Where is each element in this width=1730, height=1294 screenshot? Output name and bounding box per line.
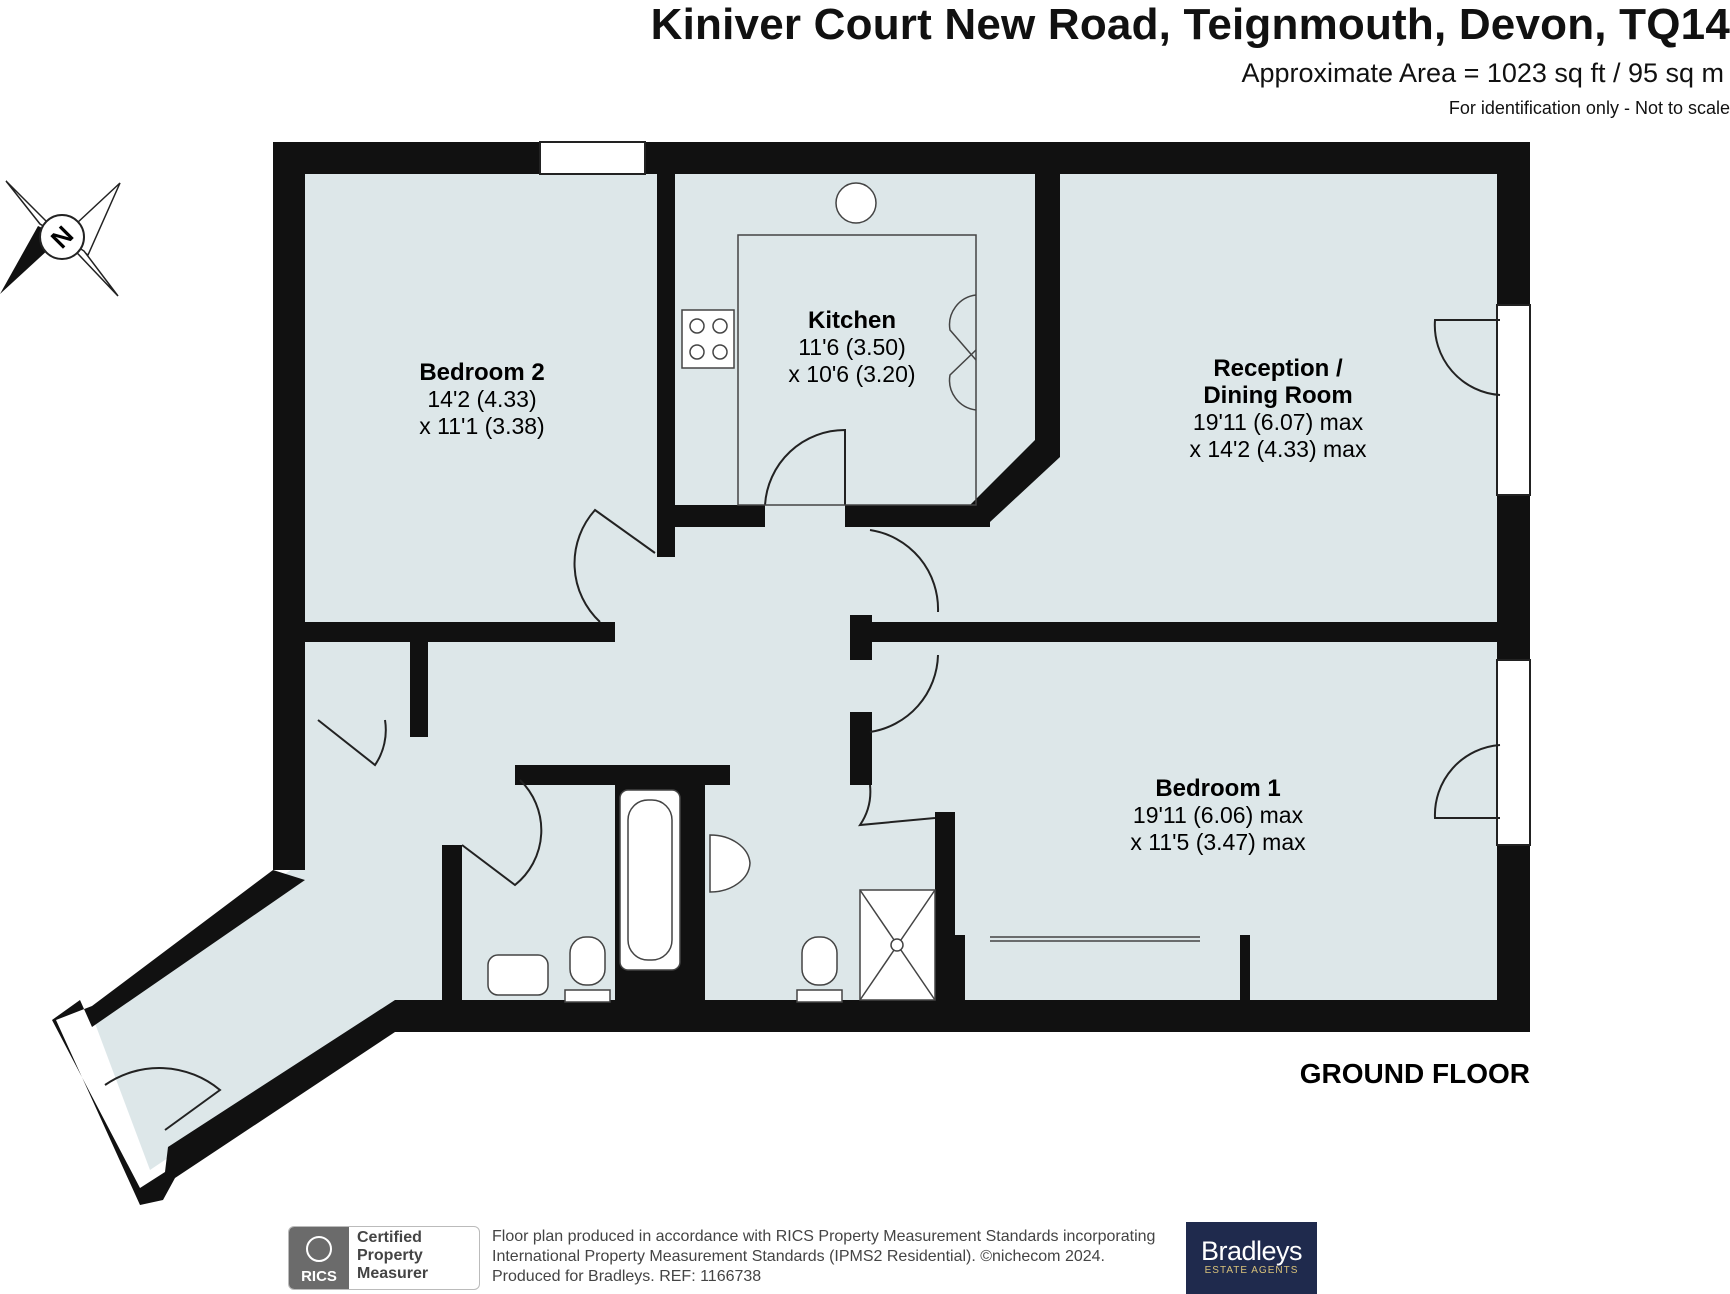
room-name: Bedroom 1 xyxy=(1155,775,1280,802)
room-name: Dining Room xyxy=(1203,382,1352,409)
rics-badge: RICS Certified Property Measurer xyxy=(288,1226,480,1290)
compass-icon: N xyxy=(0,180,121,297)
fixtures xyxy=(487,182,1200,1003)
room-bedroom-1: Bedroom 1 19'11 (6.06) max x 11'5 (3.47)… xyxy=(1130,775,1306,855)
room-dimension: x 14'2 (4.33) max xyxy=(1190,436,1367,462)
room-dimension: 11'6 (3.50) xyxy=(798,334,906,360)
room-dimension: 19'11 (6.06) max xyxy=(1133,802,1304,828)
lion-icon xyxy=(306,1236,332,1262)
agent-tagline: ESTATE AGENTS xyxy=(1204,1265,1299,1276)
room-reception: Reception / Dining Room 19'11 (6.07) max… xyxy=(1190,355,1367,462)
approximate-area: Approximate Area = 1023 sq ft / 95 sq m xyxy=(1241,58,1724,88)
room-dimension: x 11'5 (3.47) max xyxy=(1130,829,1306,855)
room-kitchen: Kitchen 11'6 (3.50) x 10'6 (3.20) xyxy=(788,307,915,387)
room-name: Bedroom 2 xyxy=(419,359,544,386)
agent-logo: Bradleys ESTATE AGENTS xyxy=(1186,1222,1317,1294)
room-dimension: 14'2 (4.33) xyxy=(427,386,536,412)
room-dimension: x 11'1 (3.38) xyxy=(419,413,544,439)
floor-area xyxy=(90,172,1500,1170)
windows xyxy=(539,141,1531,846)
footer-disclaimer: Floor plan produced in accordance with R… xyxy=(492,1228,1156,1285)
room-bedroom-2: Bedroom 2 14'2 (4.33) x 11'1 (3.38) xyxy=(419,359,544,439)
walls xyxy=(52,142,1530,1205)
rics-certification: Certified Property Measurer xyxy=(357,1229,429,1282)
plan-title: Kiniver Court New Road, Teignmouth, Devo… xyxy=(650,0,1730,49)
room-dimension: x 10'6 (3.20) xyxy=(788,361,915,387)
room-name: Kitchen xyxy=(808,307,896,334)
floor-label: GROUND FLOOR xyxy=(1300,1058,1530,1089)
doors xyxy=(104,319,1501,1131)
room-dimension: 19'11 (6.07) max xyxy=(1193,409,1364,435)
rics-logo: RICS xyxy=(289,1227,349,1289)
agent-name: Bradleys xyxy=(1200,1236,1303,1266)
scale-note: For identification only - Not to scale xyxy=(1448,98,1730,118)
room-name: Reception / xyxy=(1213,355,1343,382)
